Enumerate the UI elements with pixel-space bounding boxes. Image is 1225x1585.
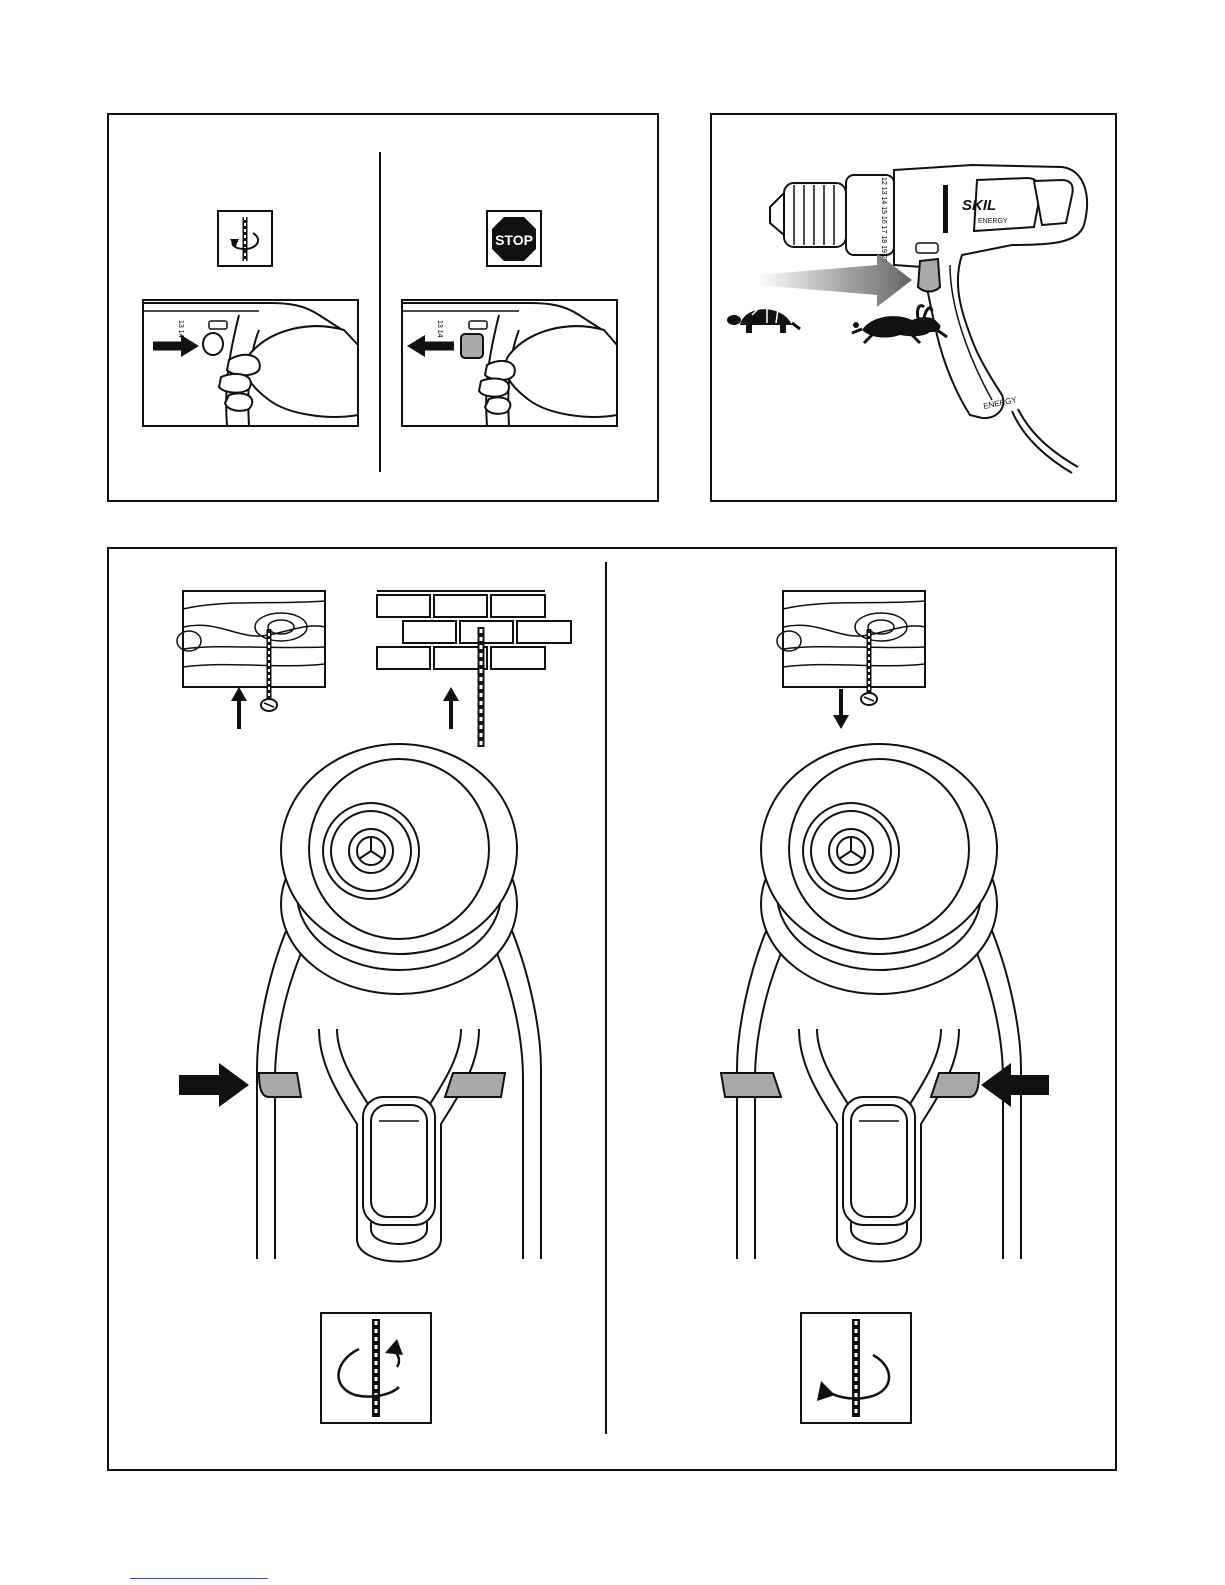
torque-scale: 12 13 14 15 16 17 18 19 20	[880, 177, 887, 263]
brick-drill-illustration	[377, 591, 571, 747]
rotation-icon	[218, 211, 272, 266]
wood-screw-out-illustration	[777, 591, 925, 729]
scale-marks: 13 14	[436, 320, 443, 338]
model-label: ENERGY	[978, 218, 1008, 225]
trigger-press-illustration: 13 14	[143, 300, 358, 426]
figure-variable-speed: 12 13 14 15 16 17 18 19 20 SKIL ENERGY E…	[710, 113, 1117, 502]
turtle-icon	[727, 305, 800, 333]
drill-front-view-reverse	[721, 744, 1049, 1262]
clockwise-rotation-icon	[321, 1313, 431, 1423]
figure-rotation-selector	[107, 547, 1117, 1471]
counterclockwise-rotation-icon	[801, 1313, 911, 1423]
speed-arrow	[757, 253, 912, 307]
drill-front-view-forward	[179, 744, 541, 1262]
wood-screw-in-illustration	[177, 591, 325, 729]
stop-sign-text: STOP	[495, 232, 533, 248]
stop-sign-icon: STOP	[487, 211, 541, 266]
trigger-release-illustration: 13 14	[402, 300, 617, 426]
scale-marks: 13 14	[177, 320, 184, 338]
brand-logo: SKIL	[962, 197, 996, 214]
footer-link-underline	[130, 1578, 268, 1579]
figure-switch-on-off: STOP 13 14 13 14	[107, 113, 659, 502]
